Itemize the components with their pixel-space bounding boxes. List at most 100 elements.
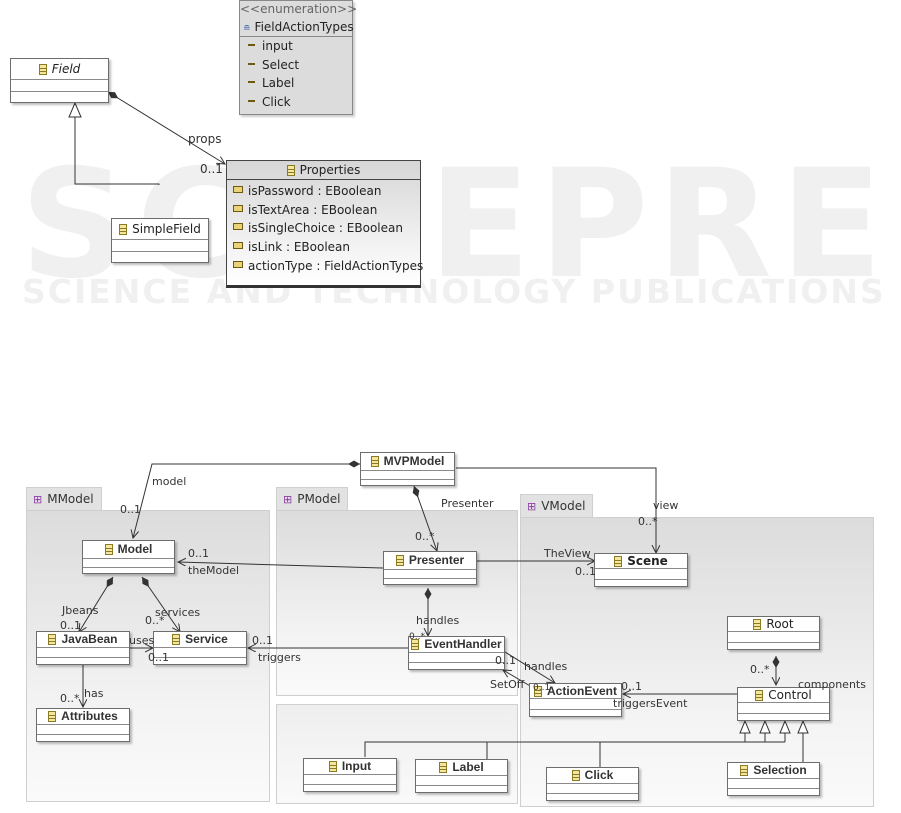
class-icon — [439, 762, 448, 773]
edge-label-components: components — [798, 678, 866, 691]
class-mvpmodel[interactable]: MVPModel — [360, 452, 455, 486]
edge-mult-setoff: 0..1 — [533, 683, 551, 693]
edge-mult-presenter: 0..* — [415, 530, 435, 543]
class-control[interactable]: Control — [737, 687, 830, 721]
edge-handles-ea — [504, 651, 555, 683]
literal-icon — [248, 62, 255, 65]
class-icon — [370, 456, 379, 467]
class-input[interactable]: Input — [303, 758, 397, 792]
class-actionevent[interactable]: ActionEvent — [529, 683, 622, 717]
literal-name: Label — [262, 76, 295, 90]
attribute-text: isLink : EBoolean — [248, 240, 351, 255]
enum-literal[interactable]: Select — [240, 56, 352, 75]
class-model[interactable]: Model — [82, 540, 175, 574]
class-name: Field — [51, 62, 81, 76]
edge-mult-components: 0..* — [750, 663, 770, 676]
attribute-text: isPassword : EBoolean — [248, 184, 382, 198]
class-icon — [119, 224, 128, 235]
package-tab-vmodel[interactable]: ⊞ VModel — [520, 494, 593, 518]
attribute-text: isTextArea : EBoolean — [248, 202, 378, 217]
edge-mult-services: 0..* — [145, 614, 165, 627]
attribute-row[interactable]: isLink : EBoolean — [227, 238, 420, 257]
class-name: JavaBean — [61, 632, 118, 646]
attribute-row[interactable]: isTextArea : EBoolean — [227, 201, 420, 220]
package-tab-mmodel[interactable]: ⊞ MModel — [26, 487, 102, 511]
package-name: VModel — [541, 499, 586, 513]
edge-label-services: services — [155, 606, 201, 619]
class-icon — [395, 555, 404, 566]
class-name: Input — [341, 759, 372, 773]
edge-label-presenter: Presenter — [441, 497, 494, 510]
class-icon — [411, 639, 420, 650]
edge-label-model: model — [152, 475, 187, 488]
class-label[interactable]: Label — [415, 759, 508, 793]
attribute-row[interactable]: isSingleChoice : EBoolean — [227, 219, 420, 238]
class-eventhandler[interactable]: EventHandler — [408, 636, 505, 670]
class-icon — [755, 690, 764, 701]
edge-props — [107, 91, 225, 164]
attribute-icon — [233, 260, 243, 268]
edge-themodel — [178, 562, 384, 569]
edge-label-has: has — [84, 687, 104, 700]
package-icon: ⊞ — [33, 493, 43, 506]
edge-generalization-simplefield — [74, 114, 160, 185]
edge-label-jbeans: Jbeans — [62, 604, 99, 617]
enum-fieldactiontypes[interactable]: <<enumeration>> ≘FieldActionTypes input … — [239, 0, 357, 115]
edge-label-setoff: SetOff — [490, 678, 525, 691]
class-icon — [740, 765, 749, 776]
package-name: MModel — [47, 492, 94, 506]
edge-presenter — [414, 485, 437, 551]
class-selection[interactable]: Selection — [727, 762, 820, 796]
class-icon — [328, 761, 337, 772]
edge-label-themodel: theModel — [188, 564, 240, 577]
edge-mult-triggers: 0..1 — [252, 634, 273, 647]
class-simplefield[interactable]: SimpleField — [111, 218, 209, 263]
package-vmodel[interactable] — [520, 517, 874, 807]
class-name: EventHandler — [424, 637, 502, 651]
literal-name: Select — [262, 57, 300, 72]
edge-mult-triggersevent: 0..1 — [621, 680, 642, 693]
enum-icon: ≘ — [243, 24, 251, 34]
edge-label-props: props — [188, 132, 222, 146]
edge-mult-themodel: 0..1 — [188, 547, 209, 560]
attribute-icon — [233, 242, 243, 250]
class-icon — [571, 770, 580, 781]
class-javabean[interactable]: JavaBean — [36, 631, 130, 665]
class-name: Attributes — [61, 709, 118, 723]
class-name: SimpleField — [132, 222, 201, 236]
class-attributes[interactable]: Attributes — [36, 708, 130, 742]
edge-label-uses: uses — [129, 634, 155, 647]
edge-mult-model: 0..1 — [120, 503, 141, 516]
class-name: Properties — [299, 163, 361, 177]
attribute-row[interactable]: isPassword : EBoolean — [227, 182, 420, 201]
edge-mult-props: 0..1 — [200, 162, 223, 176]
class-name: Scene — [627, 554, 668, 568]
class-root[interactable]: Root — [727, 616, 820, 650]
class-icon — [533, 686, 542, 697]
edge-label-triggersevent: triggersEvent — [613, 697, 688, 710]
generalization-arrow — [68, 101, 82, 118]
attribute-text: isSingleChoice : EBoolean — [248, 221, 403, 236]
class-icon — [48, 711, 57, 722]
class-click[interactable]: Click — [546, 767, 639, 801]
class-service[interactable]: Service — [153, 631, 247, 665]
literal-name: Click — [262, 94, 291, 109]
class-name: Click — [584, 768, 614, 782]
class-icon — [104, 544, 113, 555]
class-name: ActionEvent — [546, 684, 617, 698]
enum-literal[interactable]: Click — [240, 93, 352, 112]
enum-literal[interactable]: input — [240, 37, 352, 56]
class-field[interactable]: Field — [10, 58, 109, 103]
class-icon — [48, 634, 57, 645]
class-properties[interactable]: Properties isPassword : EBoolean isTextA… — [226, 160, 423, 288]
class-scene[interactable]: Scene — [594, 553, 688, 587]
edge-label-triggers: triggers — [258, 651, 301, 664]
edge-label-theview: TheView — [544, 547, 591, 560]
class-icon — [753, 619, 762, 630]
class-name: Model — [117, 542, 153, 556]
class-presenter[interactable]: Presenter — [383, 551, 477, 585]
enum-literal[interactable]: Label — [240, 74, 352, 93]
attribute-row[interactable]: actionType : FieldActionTypes — [227, 257, 423, 276]
package-icon: ⊞ — [527, 500, 537, 513]
class-name: Label — [452, 760, 484, 774]
